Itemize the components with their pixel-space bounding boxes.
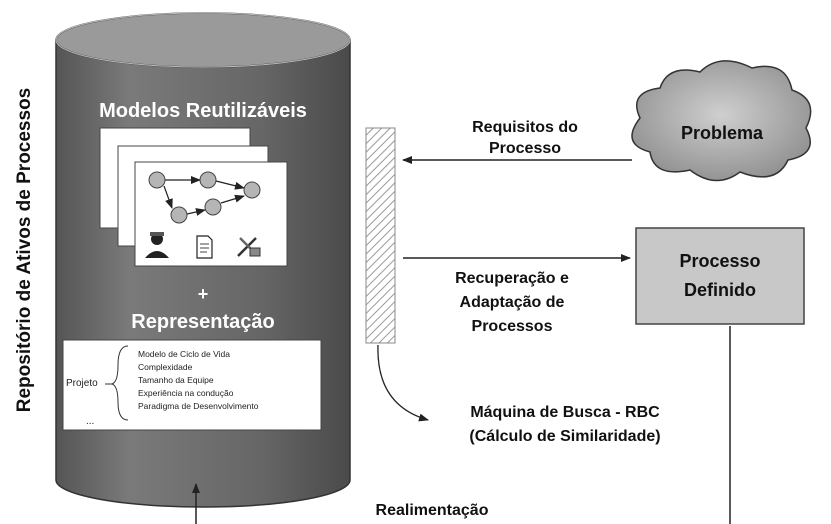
retrieval-line2: Adaptação de (460, 294, 565, 311)
attribute-item: Paradigma de Desenvolvimento (138, 401, 259, 411)
feedback-label: Realimentação (376, 502, 489, 519)
attribute-item: Experiência na condução (138, 388, 234, 398)
ellipsis: ... (86, 416, 94, 427)
process-node (204, 198, 222, 216)
project-label: Projeto (66, 378, 98, 389)
attribute-item: Complexidade (138, 362, 193, 372)
search-engine-line1: Máquina de Busca - RBC (470, 404, 660, 421)
representation-box: Projeto Modelo de Ciclo de Vida Complexi… (62, 339, 322, 431)
cloud-icon (631, 60, 812, 182)
search-engine-connector (377, 344, 429, 422)
process-node (199, 171, 217, 189)
document-icon (196, 235, 213, 259)
retrieval-line3: Processos (472, 318, 553, 335)
defined-process-line1: Processo (679, 251, 760, 271)
defined-process-box (635, 227, 805, 325)
process-model-graph (148, 171, 261, 224)
model-pages (99, 127, 288, 267)
attribute-item: Tamanho da Equipe (138, 375, 214, 385)
person-icon (145, 232, 169, 258)
representation-title: Representação (131, 311, 274, 333)
process-node (243, 181, 261, 199)
search-engine-bar (365, 127, 396, 344)
plus-sign: + (198, 284, 209, 304)
problem-label: Problema (681, 123, 764, 143)
models-title: Modelos Reutilizáveis (99, 100, 307, 122)
repository-vertical-label: Repositório de Ativos de Processos (14, 88, 35, 413)
requirements-line1: Requisitos do (472, 119, 578, 136)
search-engine-line2: (Cálculo de Similaridade) (469, 428, 660, 445)
defined-process-line2: Definido (684, 280, 756, 300)
requirements-line2: Processo (489, 140, 561, 157)
process-node (148, 171, 166, 189)
tools-icon (237, 237, 261, 257)
process-node (170, 206, 188, 224)
retrieval-line1: Recuperação e (455, 270, 569, 287)
attribute-item: Modelo de Ciclo de Vida (138, 349, 230, 359)
